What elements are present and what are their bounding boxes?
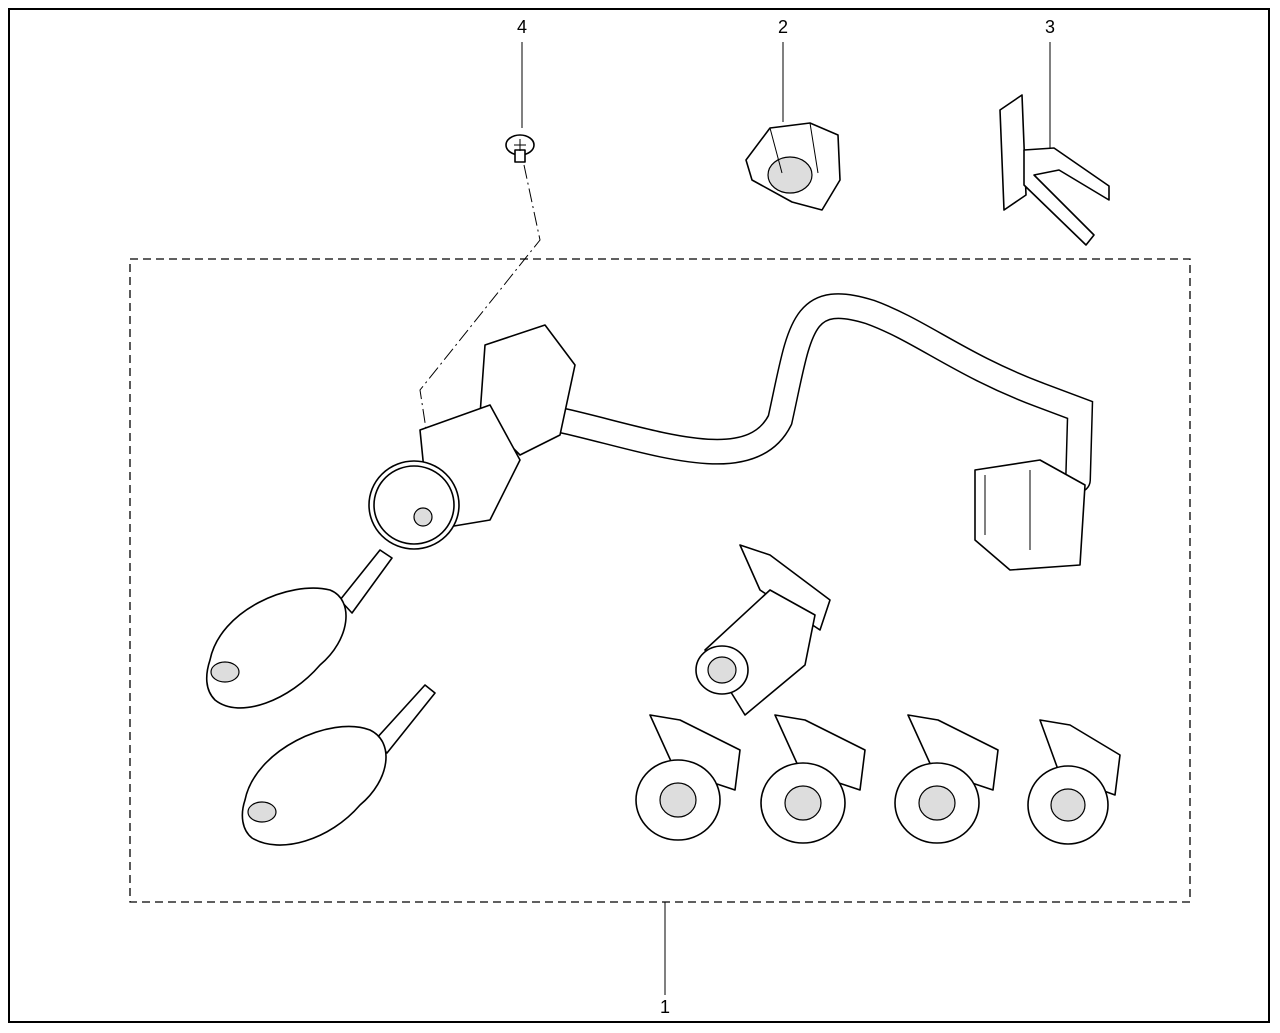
kit-boundary xyxy=(129,258,1191,903)
callout-3: 3 xyxy=(1044,17,1056,37)
screw-part xyxy=(505,134,535,163)
key-1 xyxy=(205,549,393,709)
bracket-part xyxy=(999,94,1110,246)
clip-part xyxy=(745,122,841,211)
screw-axis-line xyxy=(419,164,541,456)
tailgate-lock-part xyxy=(695,544,831,716)
callout-2: 2 xyxy=(777,17,789,37)
door-lock-3 xyxy=(894,714,999,844)
callout-4: 4 xyxy=(516,17,528,37)
door-lock-2 xyxy=(760,714,866,844)
door-lock-1 xyxy=(635,714,741,841)
door-lock-4 xyxy=(1027,719,1121,845)
ignition-lock-part xyxy=(368,293,1094,571)
diagram-frame xyxy=(8,8,1270,1023)
key-2 xyxy=(241,684,436,846)
callout-1: 1 xyxy=(659,997,671,1017)
